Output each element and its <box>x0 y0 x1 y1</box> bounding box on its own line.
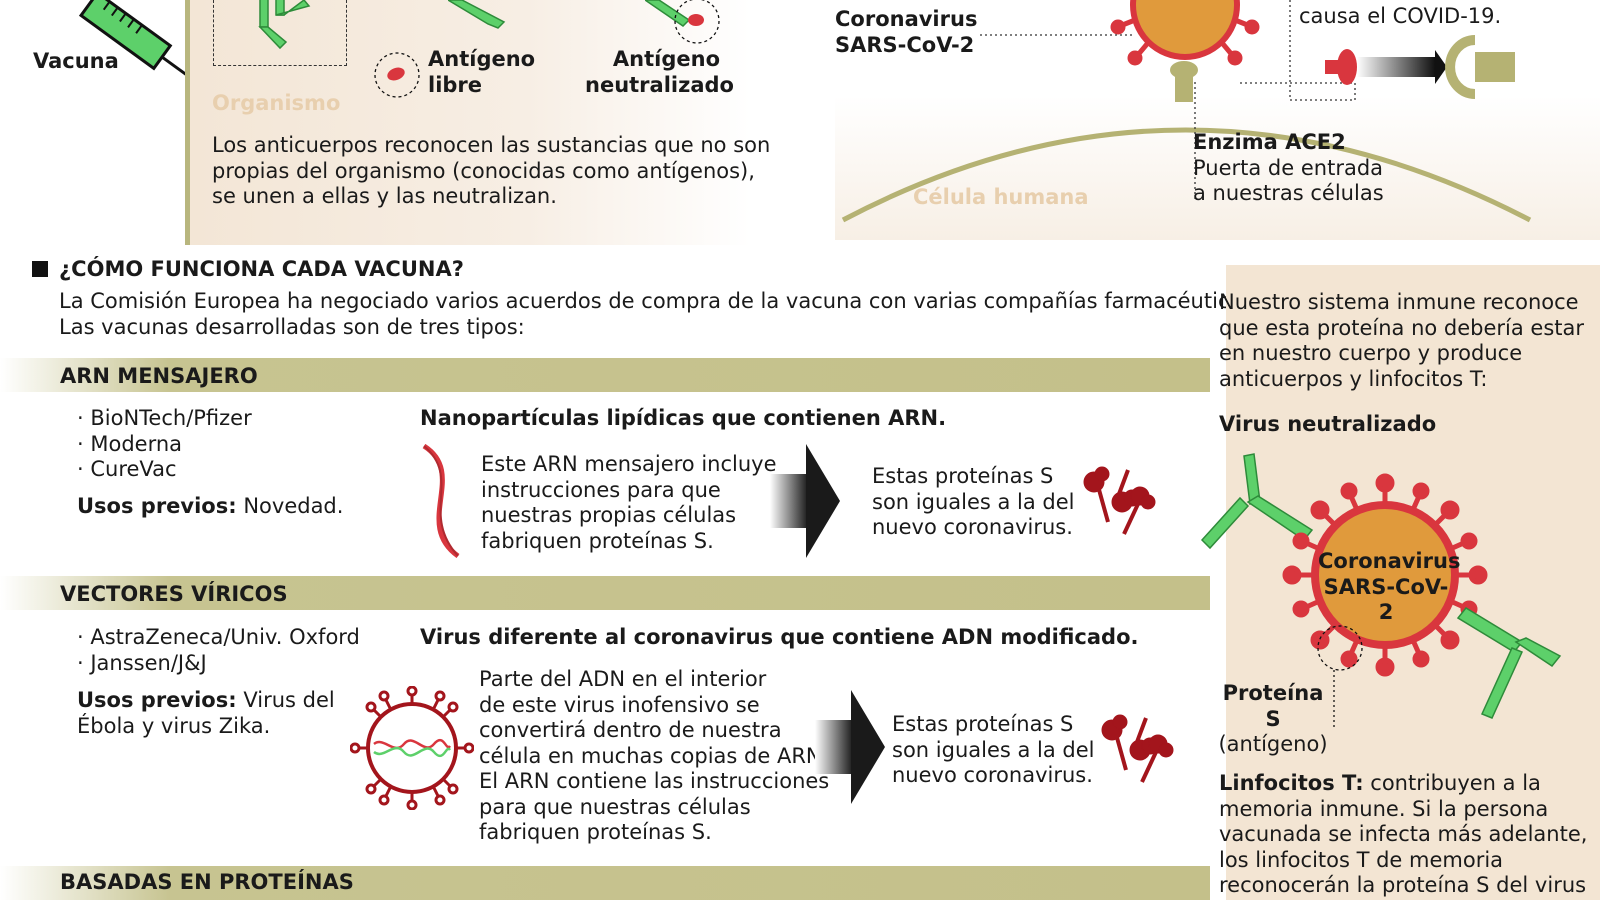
rna-strand-icon <box>422 444 460 558</box>
list-item: AstraZeneca/Univ. Oxford <box>77 625 360 651</box>
antibody-neutralized-icon <box>643 0 725 50</box>
neutralized-title: Virus neutralizado <box>1219 412 1437 436</box>
band-vectores <box>0 576 1210 610</box>
ace2-block: Enzima ACE2 Puerta de entrada a nuestras… <box>1193 130 1384 205</box>
list-item: BioNTech/Pfizer <box>77 406 251 432</box>
syringe-icon <box>55 0 205 94</box>
linfocitos-text: Linfocitos T: contribuyen a la memoria i… <box>1219 771 1588 897</box>
spike-proteins-icon <box>1101 714 1174 783</box>
coronavirus-icon <box>1110 0 1260 66</box>
antigen-icon <box>373 51 421 103</box>
human-cell-diagram <box>841 0 1532 223</box>
section-intro: La Comisión Europea ha negociado varios … <box>59 289 1260 339</box>
band-vectores-label: VECTORES VÍRICOS <box>60 582 288 606</box>
band-vectores-arrow-icon <box>1192 576 1210 610</box>
spike-proteins-icon <box>1083 466 1156 535</box>
list-item: Janssen/J&J <box>77 651 360 677</box>
vectores-company-list: AstraZeneca/Univ. Oxford Janssen/J&J <box>77 625 360 676</box>
antibody-icon <box>446 0 508 34</box>
organismo-label: Organismo <box>212 91 341 115</box>
antibody-icon <box>258 0 311 50</box>
antibody-icon <box>1456 607 1562 719</box>
vaccine-label: Vacuna <box>33 49 119 73</box>
arrow-right-icon <box>815 690 885 804</box>
band-arn <box>0 358 1210 392</box>
band-arn-arrow-icon <box>1192 358 1210 392</box>
arrow-right-icon <box>770 444 840 558</box>
coronavirus-icon <box>1282 473 1488 677</box>
section-bullet-icon <box>32 261 48 277</box>
vectores-previous-uses: Usos previos: Virus del Ébola y virus Zi… <box>77 688 335 738</box>
organismo-box <box>213 0 347 66</box>
neutralized-virus-diagram <box>1200 453 1562 730</box>
list-item: Moderna <box>77 432 252 458</box>
antibody-icon <box>1200 453 1314 550</box>
human-cell-label: Célula humana <box>913 185 1089 209</box>
band-arn-label: ARN MENSAJERO <box>60 364 258 388</box>
protein-s-label: Proteína S (antígeno) <box>1218 681 1328 756</box>
viral-vector-icon <box>350 686 474 810</box>
arn-heading: Nanopartículas lipídicas que contienen A… <box>420 406 947 430</box>
spike-binding-icon <box>1325 35 1515 99</box>
vectores-heading: Virus diferente al coronavirus que conti… <box>420 625 1139 649</box>
band-proteinas-label: BASADAS EN PROTEÍNAS <box>60 870 354 894</box>
arn-previous-uses: Usos previos: Novedad. <box>77 494 344 518</box>
arn-company-list: BioNTech/Pfizer Moderna CureVac <box>77 406 252 483</box>
dna-icon <box>373 738 452 758</box>
section-title: ¿CÓMO FUNCIONA CADA VACUNA? <box>59 257 464 281</box>
antibodies-text: Los anticuerpos reconocen las sustancias… <box>212 133 771 208</box>
band-proteinas <box>0 866 1210 900</box>
covid-text: causa el COVID-19. <box>1299 4 1502 28</box>
list-item: CureVac <box>77 457 252 483</box>
